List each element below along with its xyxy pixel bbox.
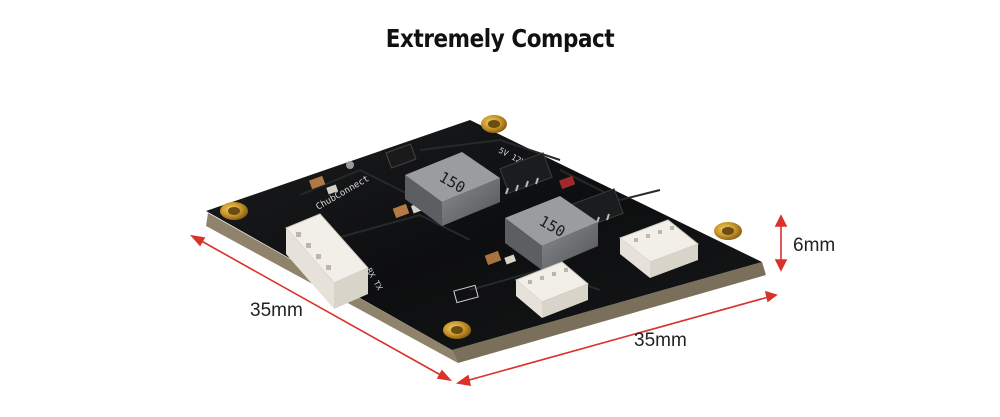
fiducial xyxy=(346,161,354,169)
connector xyxy=(285,213,369,309)
thickness-dimension-label: 6mm xyxy=(793,235,836,256)
width-arrow xyxy=(195,237,447,379)
inductor: 150 xyxy=(405,152,500,226)
page-title: Extremely Compact xyxy=(385,24,615,53)
depth-dimension-label: 35mm xyxy=(634,330,687,351)
dimension-arrows xyxy=(189,214,788,386)
mounting-holes xyxy=(220,115,742,339)
ic-chip xyxy=(499,152,553,195)
depth-arrow xyxy=(461,295,773,383)
inductor: 150 xyxy=(505,196,598,270)
width-dimension-label: 35mm xyxy=(250,300,303,321)
pcb-board xyxy=(206,120,762,350)
connector xyxy=(515,261,589,318)
connector xyxy=(619,219,699,278)
